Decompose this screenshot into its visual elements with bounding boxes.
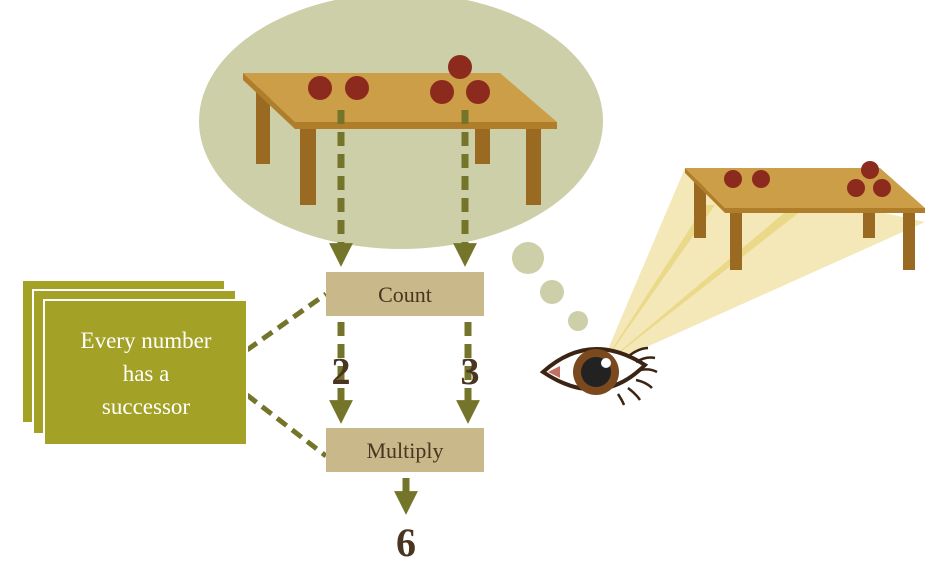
- thought-dot-medium: [540, 280, 564, 304]
- apple-icon: [466, 80, 490, 104]
- axiom-line-1: Every number: [81, 328, 212, 353]
- apple-icon: [752, 170, 770, 188]
- apple-icon: [847, 179, 865, 197]
- apple-icon: [873, 179, 891, 197]
- multiply-label: Multiply: [366, 438, 443, 463]
- apple-icon: [345, 76, 369, 100]
- thought-dot-small: [568, 311, 588, 331]
- eye-icon: [539, 346, 658, 406]
- product-value: 6: [396, 520, 416, 565]
- axiom-line-2: has a: [123, 361, 170, 386]
- left-count-value: 2: [332, 351, 351, 393]
- connector-card-to-count: [245, 291, 328, 353]
- vision-ray: [600, 208, 805, 368]
- real-table: [685, 168, 925, 270]
- right-count-value: 3: [461, 351, 480, 393]
- vision-cone: [600, 168, 925, 368]
- vision-ray: [600, 205, 715, 368]
- apple-icon: [724, 170, 742, 188]
- multiply-box: [326, 428, 484, 472]
- thought-dot-large: [512, 242, 544, 274]
- real-apples: [724, 161, 891, 197]
- apple-icon: [448, 55, 472, 79]
- axiom-card-stack: [21, 279, 248, 446]
- apple-icon: [308, 76, 332, 100]
- apple-icon: [861, 161, 879, 179]
- count-box: [326, 272, 484, 316]
- imagined-apples: [308, 55, 490, 104]
- count-label: Count: [378, 282, 432, 307]
- axiom-line-3: successor: [102, 394, 190, 419]
- apple-icon: [430, 80, 454, 104]
- connector-card-to-multiply: [245, 393, 328, 458]
